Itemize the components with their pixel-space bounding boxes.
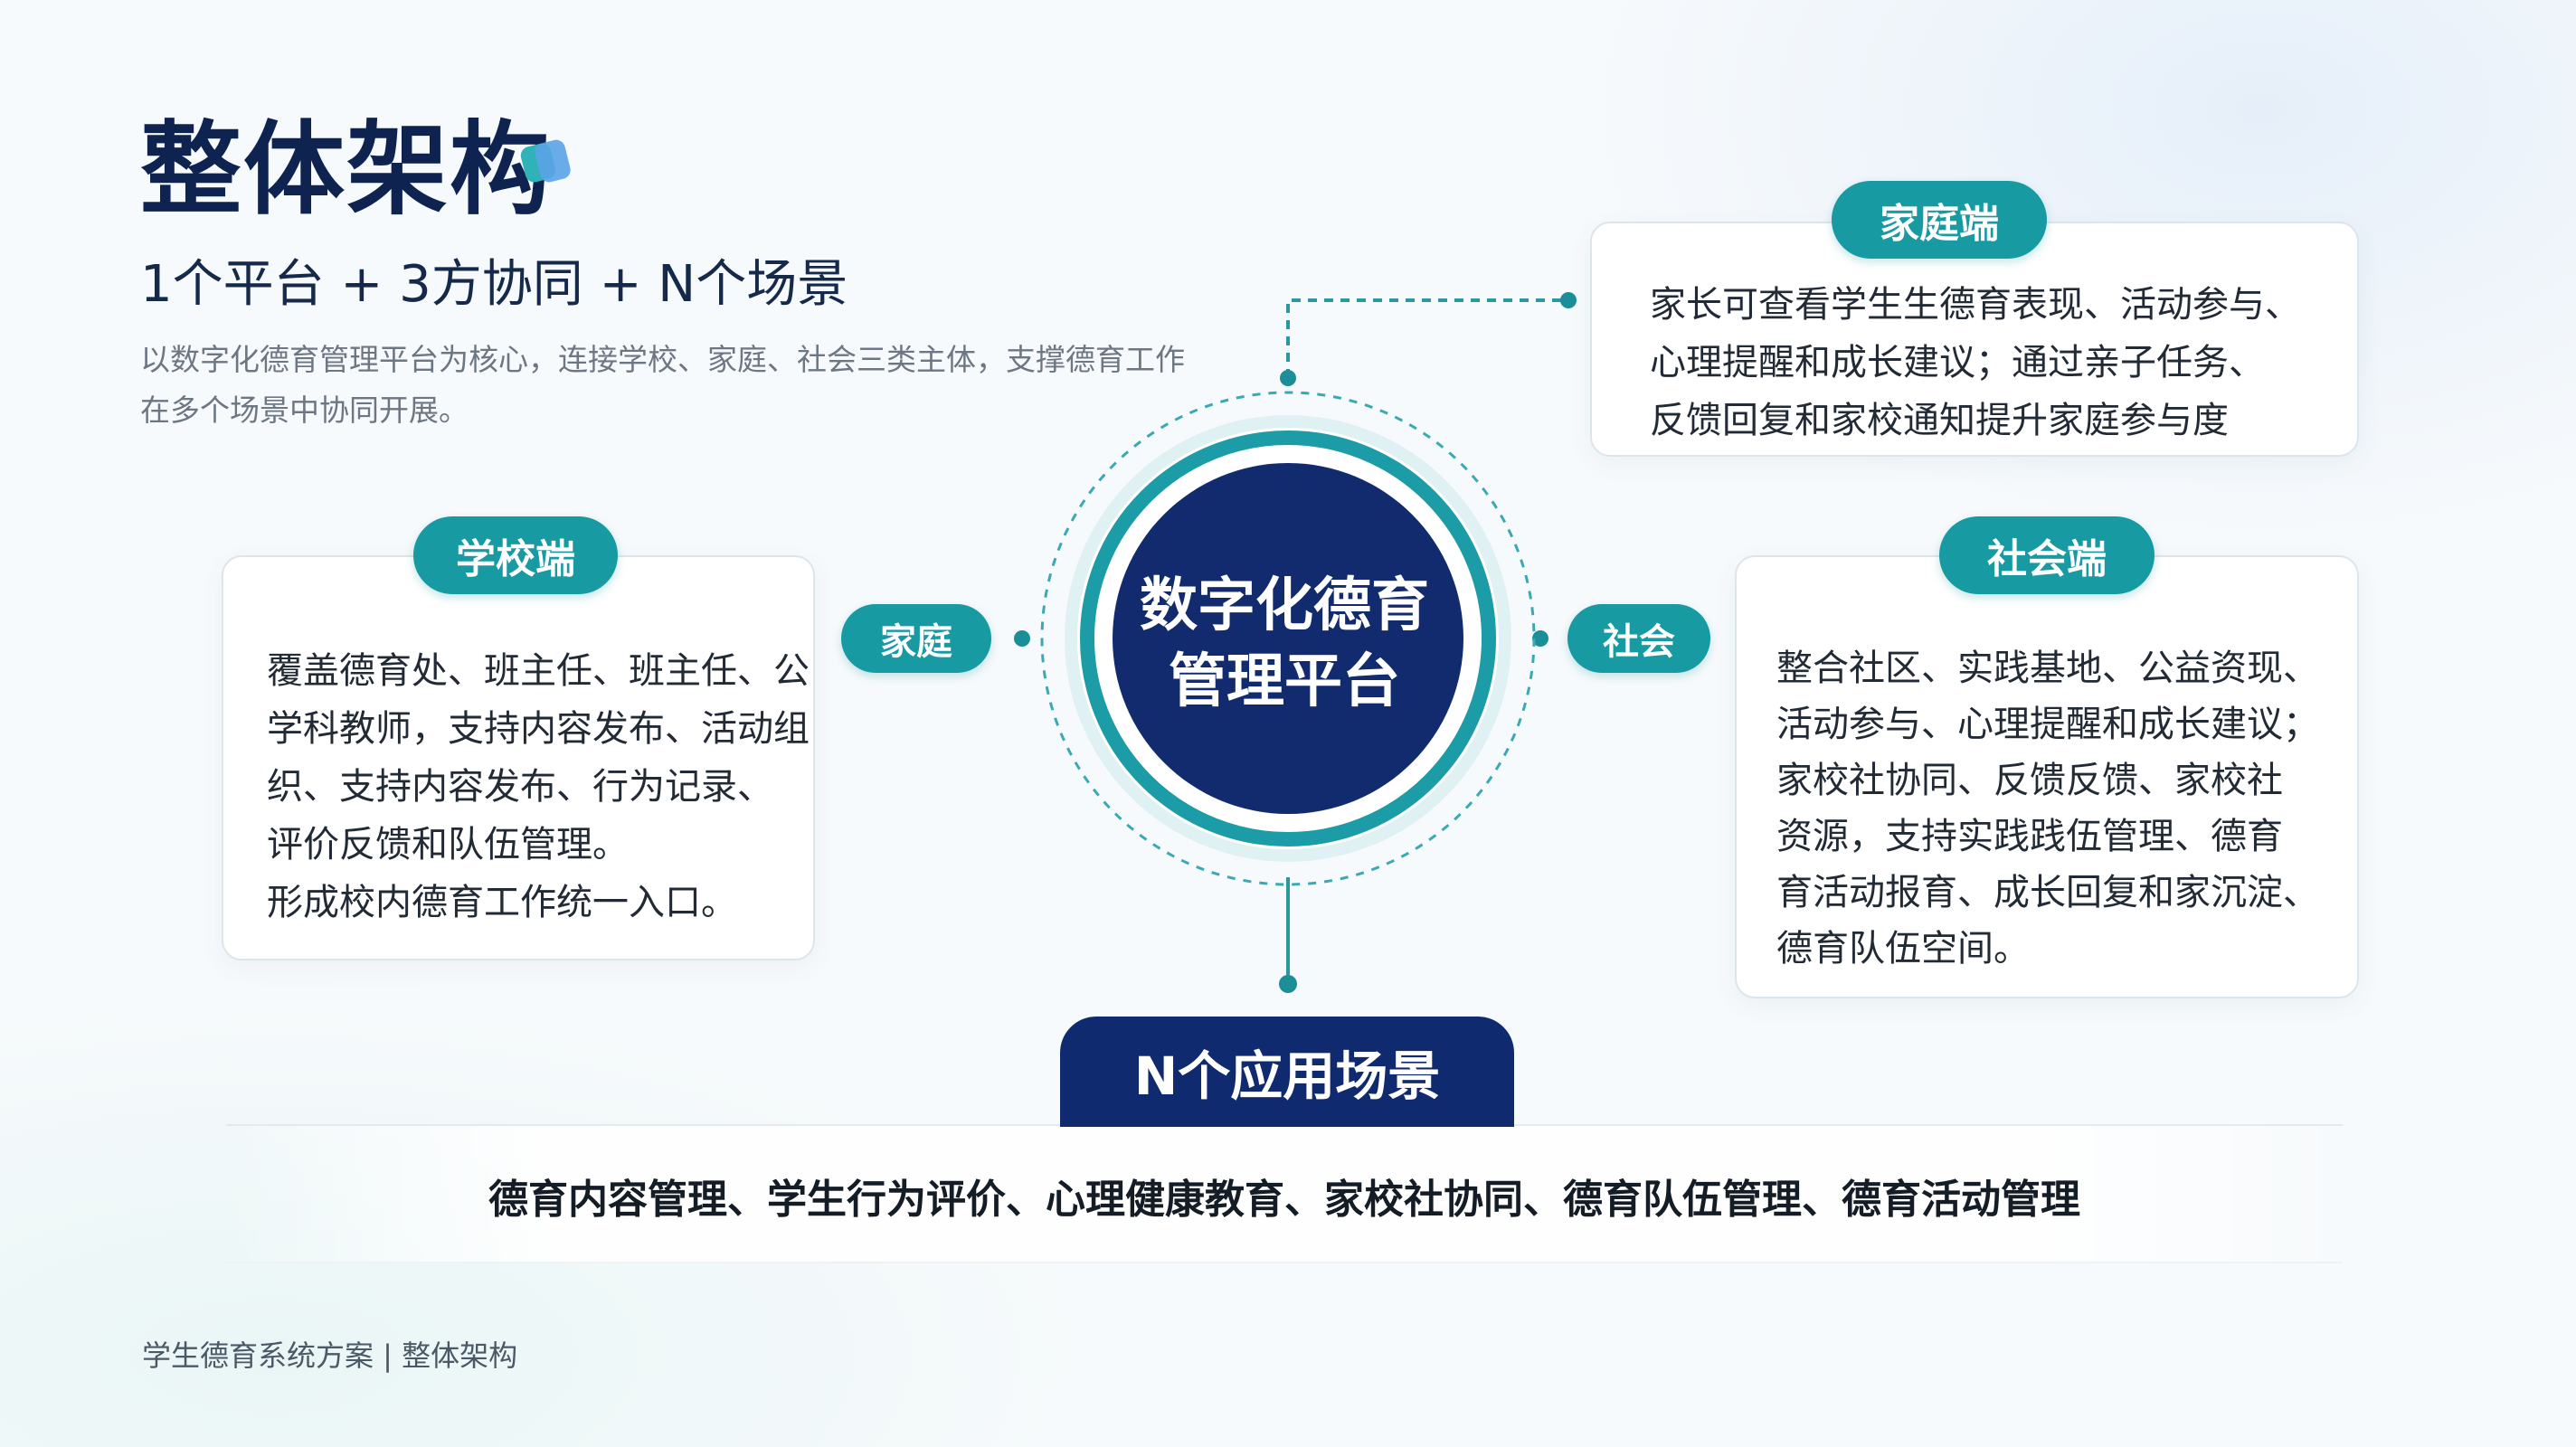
connector-dot-left xyxy=(1014,630,1030,647)
connector-dot-top xyxy=(1280,370,1296,386)
connector-label-society: 社会 xyxy=(1567,604,1710,673)
outer-dashed-ring xyxy=(1040,391,1536,886)
footer-breadcrumb: 学生德育系统方案 | 整体架构 xyxy=(142,1338,518,1373)
teal-ring xyxy=(1080,430,1496,846)
page-subtitle: 1个平台 + 3方协同 + N个场景 xyxy=(140,255,848,314)
connector-dot-bottom xyxy=(1279,975,1297,993)
family-node-title: 家庭端 xyxy=(1832,181,2047,259)
society-node-card: 整合社区、实践基地、公益资现、 活动参与、心理提醒和成长建议； 家校社协同、反馈… xyxy=(1735,555,2359,998)
scenarios-list: 德育内容管理、学生行为评价、心理健康教育、家校社协同、德育队伍管理、德育活动管理 xyxy=(488,1177,2080,1223)
connector-label-family: 家庭 xyxy=(841,604,991,673)
page-title: 整体架构 xyxy=(140,111,553,229)
school-node-text: 覆盖德育处、班主任、班主任、公 学科教师，支持内容发布、活动组 织、支持内容发布… xyxy=(267,650,810,923)
school-node-card: 覆盖德育处、班主任、班主任、公 学科教师，支持内容发布、活动组 织、支持内容发布… xyxy=(222,555,815,960)
family-node-card: 家长可查看学生生德育表现、活动参与、 心理提醒和成长建议；通过亲子任务、 反馈回… xyxy=(1590,222,2359,457)
connector-dot-family xyxy=(1560,292,1577,308)
scenarios-band xyxy=(226,1124,2343,1263)
connector-family xyxy=(1286,298,1568,378)
society-node-text: 整合社区、实践基地、公益资现、 活动参与、心理提醒和成长建议； 家校社协同、反馈… xyxy=(1776,648,2319,969)
connector-dot-right xyxy=(1532,630,1548,647)
page-description: 以数字化德育管理平台为核心，连接学校、家庭、社会三类主体，支撑德育工作在多个场景… xyxy=(140,342,1185,428)
center-platform-label: 数字化德育 管理平台 xyxy=(1140,572,1429,715)
center-platform-circle xyxy=(1113,463,1463,814)
society-node-title: 社会端 xyxy=(1939,516,2155,594)
school-node-title: 学校端 xyxy=(413,516,618,594)
family-node-text: 家长可查看学生生德育表现、活动参与、 心理提醒和成长建议；通过亲子任务、 反馈回… xyxy=(1650,284,2301,441)
title-accent-icon xyxy=(520,139,571,183)
scenarios-header: N个应用场景 xyxy=(1060,1017,1514,1127)
